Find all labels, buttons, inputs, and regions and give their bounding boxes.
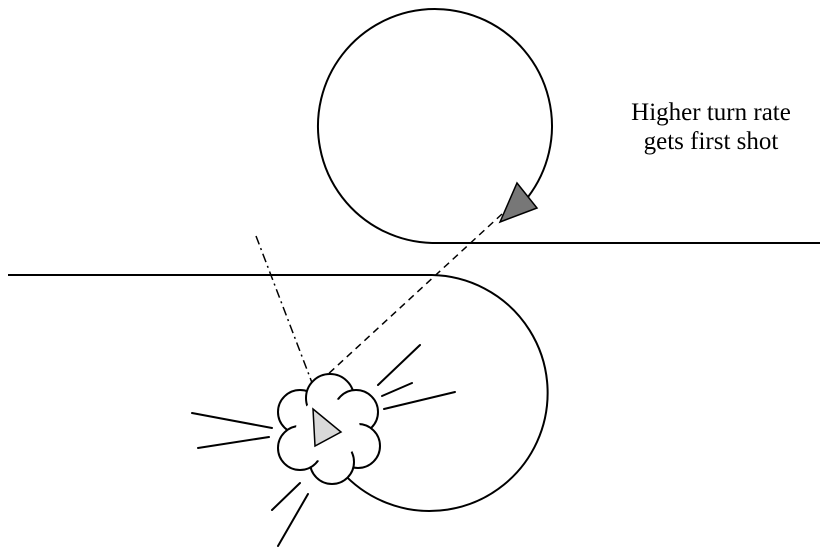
caption-line-2: gets first shot xyxy=(590,127,832,156)
attacker-aircraft-icon xyxy=(500,183,537,222)
wide-turn-circle xyxy=(342,275,548,511)
caption: Higher turn rate gets first shot xyxy=(590,98,832,156)
target-aim-line xyxy=(256,236,314,388)
caption-line-1: Higher turn rate xyxy=(590,98,832,127)
